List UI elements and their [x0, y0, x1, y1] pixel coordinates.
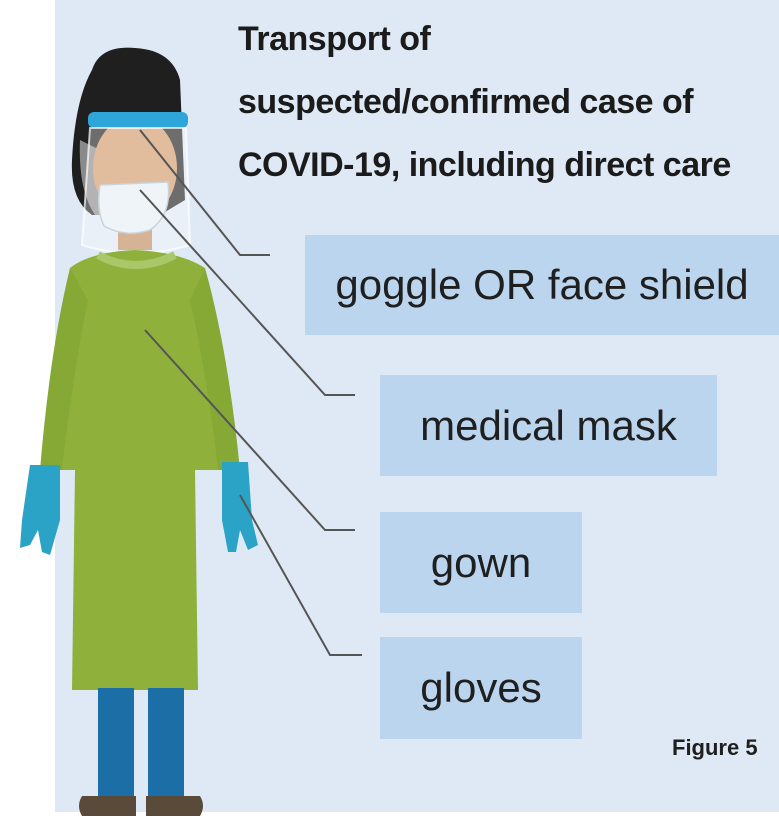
shield-band — [88, 112, 188, 128]
right-glove — [222, 462, 258, 552]
leader-line-gloves — [240, 495, 362, 655]
right-shoe — [146, 796, 203, 816]
left-glove — [20, 465, 60, 555]
left-pant — [98, 688, 134, 796]
left-shoe — [79, 796, 136, 816]
right-pant — [148, 688, 184, 796]
